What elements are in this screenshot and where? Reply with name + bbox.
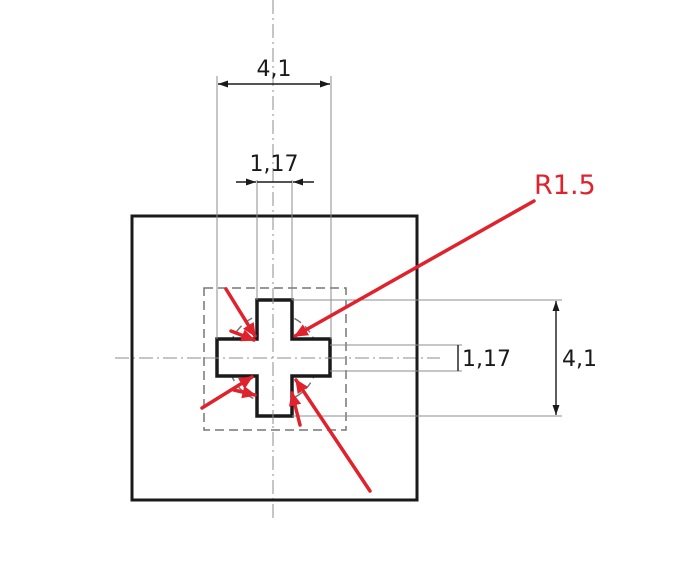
dim-text-top-4-1: 4,1 xyxy=(257,57,292,82)
leader-arrow-main xyxy=(293,199,536,338)
red-arrow-bottom-right-1 xyxy=(294,378,372,493)
red-arrow-bottom-left-2 xyxy=(232,385,257,399)
radius-label: R1.5 xyxy=(534,170,596,201)
outer-part-square xyxy=(130,214,419,502)
dimension-lines xyxy=(218,80,560,415)
red-arrow-top-left-1 xyxy=(224,287,257,338)
dim-text-right-1-17: 1,17 xyxy=(462,347,511,372)
dim-text-right-4-1: 4,1 xyxy=(562,347,597,372)
dim-text-top-1-17: 1,17 xyxy=(250,152,299,177)
red-arrow-bottom-left-1 xyxy=(200,375,254,410)
hidden-boundary-square xyxy=(203,287,347,431)
extension-lines xyxy=(216,76,562,417)
red-arrow-bottom-right-2 xyxy=(288,391,302,427)
red-arrow-top-left-2 xyxy=(229,329,256,342)
radius-annotation-arrows xyxy=(200,199,536,493)
